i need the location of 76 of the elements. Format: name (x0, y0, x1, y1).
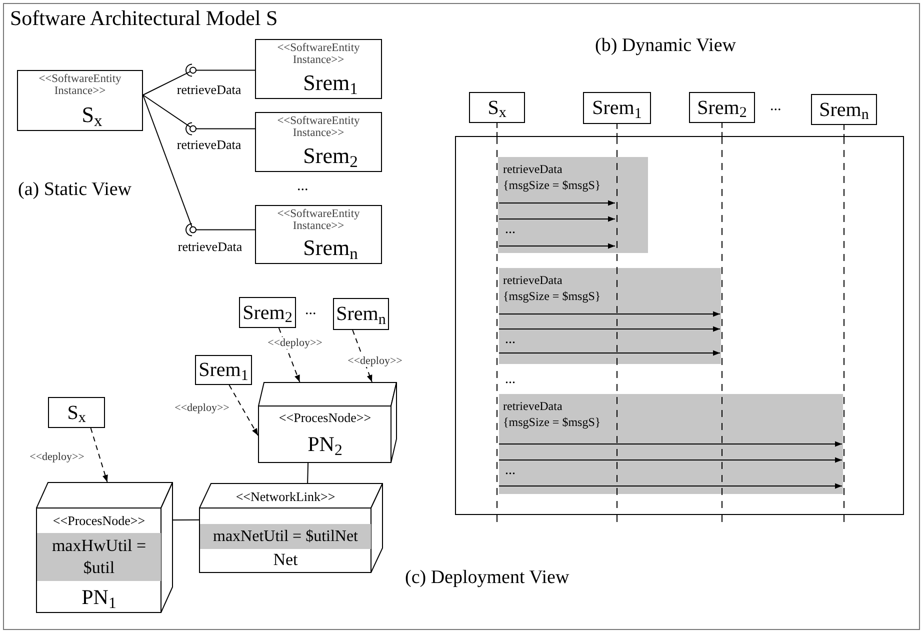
diagram-title: Software Architectural Model S (10, 6, 278, 30)
view-caption: (a) Static View (18, 180, 132, 200)
ellipsis: ... (505, 331, 516, 349)
stereotype-label: <<SoftwareEntity Instance>> (276, 208, 361, 232)
node-name: PN$_{2}$ (306, 433, 344, 455)
entity-name: S$_{x}$ (67, 402, 86, 424)
stereotype-label: <<SoftwareEntity Instance>> (276, 42, 361, 66)
ellipsis: ... (770, 97, 782, 116)
stereotype-label: <<SoftwareEntity Instance>> (276, 115, 361, 139)
lifeline-head (583, 92, 651, 124)
edge-label: retrieveData (176, 83, 242, 97)
stereotype-label: <<ProcesNode>> (52, 512, 146, 530)
ellipsis: ... (505, 221, 516, 239)
view-caption: (c) Deployment View (405, 568, 570, 588)
entity-name: Srem$_{n}$ (336, 303, 386, 325)
message-arrow (498, 441, 842, 447)
message-arrow (498, 483, 842, 489)
stereotype-label: <<ProcesNode>> (278, 409, 372, 427)
lifeline-segment (616, 124, 618, 138)
message-arrow (498, 457, 842, 463)
message-arrow (498, 243, 616, 249)
connector-line (307, 462, 309, 484)
artifact-box (333, 298, 389, 330)
ellipsis: ... (505, 462, 516, 480)
component-name: S$_{x}$ (80, 103, 102, 127)
connector-line (142, 94, 256, 230)
lifeline-head (811, 94, 877, 125)
entity-name: Srem$_{1}$ (592, 97, 642, 119)
stereotype-label: <<SoftwareEntity Instance>> (38, 73, 122, 97)
component-name: Srem$_{n}$ (302, 236, 358, 260)
component-name: Srem$_{1}$ (302, 71, 358, 95)
artifact-box (48, 397, 105, 428)
message-arrow (498, 350, 720, 356)
component-box (255, 39, 382, 99)
component-box (17, 70, 143, 131)
message-label: retrieveData {msgSize = $msgS} (503, 161, 602, 193)
entity-name: Srem$_{n}$ (819, 98, 869, 120)
ellipsis: ... (505, 371, 516, 389)
node-name: PN$_{1}$ (80, 586, 118, 608)
component-box (255, 112, 382, 172)
dependency-arrow (278, 328, 300, 382)
message-arrow (498, 216, 616, 222)
component-box (255, 205, 382, 264)
node-name: Net (272, 549, 299, 571)
lifeline-head (469, 92, 525, 123)
ellipsis: ... (297, 177, 308, 196)
entity-name: S$_{x}$ (488, 96, 506, 118)
connector-line (172, 519, 200, 520)
stereotype-label: <<NetworkLink>> (234, 488, 336, 506)
connector-line (142, 94, 256, 130)
edge-label: <<deploy>> (266, 337, 324, 349)
message-arrow (498, 200, 616, 206)
message-label: retrieveData {msgSize = $msgS} (503, 398, 602, 430)
edge-label: <<deploy>> (346, 355, 404, 367)
view-caption: (b) Dynamic View (595, 36, 736, 56)
entity-name: Srem$_{2}$ (697, 96, 747, 118)
ellipsis: ... (305, 301, 316, 320)
lifeline-head (689, 92, 755, 123)
message-arrow (498, 311, 720, 317)
dependency-arrow (228, 384, 258, 436)
edge-label: <<deploy>> (174, 402, 230, 414)
attribute-text: maxNetUtil = $utilNet (212, 526, 359, 546)
attribute-text: maxHwUtil = $util (50, 535, 148, 579)
component-name: Srem$_{2}$ (302, 144, 358, 168)
artifact-box (239, 297, 296, 328)
edge-label: retrieveData (176, 138, 242, 152)
connector-line (142, 70, 256, 96)
sequence-frame (455, 136, 904, 515)
entity-name: Srem$_{1}$ (198, 359, 248, 381)
edge-label: retrieveData (176, 240, 244, 254)
dependency-arrow (90, 428, 108, 482)
message-arrow (498, 326, 720, 332)
lifeline-segment (496, 122, 498, 138)
entity-name: Srem$_{2}$ (242, 302, 292, 324)
edge-label: <<deploy>> (28, 451, 86, 463)
message-label: retrieveData {msgSize = $msgS} (503, 272, 602, 304)
